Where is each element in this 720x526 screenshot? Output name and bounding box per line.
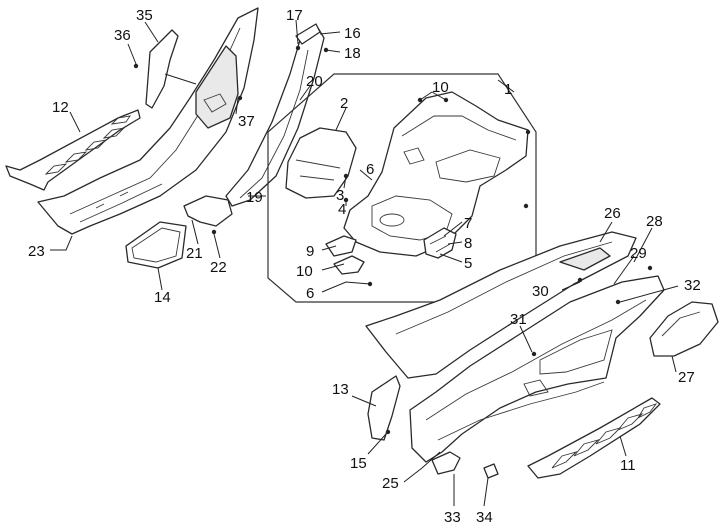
callout-26: 26 xyxy=(604,205,621,222)
callout-21: 20 xyxy=(306,73,323,90)
callout-18: 17 xyxy=(286,7,303,24)
callout-31: 31 xyxy=(510,311,527,328)
part-37-inner-side-panel xyxy=(195,45,239,129)
callout-9: 9 xyxy=(306,243,314,260)
part-33-clip xyxy=(431,451,461,475)
callout-12: 11 xyxy=(620,457,636,474)
callout-15: 14 xyxy=(154,289,171,306)
part-7-8-5-latch-cluster xyxy=(423,227,457,259)
fasteners xyxy=(133,45,653,435)
callout-4: 4 xyxy=(338,201,346,218)
callout-7: 7 xyxy=(464,215,472,232)
callout-25: 25 xyxy=(382,475,399,492)
part-22-lower-bracket xyxy=(183,195,233,227)
part-26-right-floor-panel xyxy=(365,231,637,379)
callout-8: 8 xyxy=(464,235,472,252)
callout-1: 1 xyxy=(504,81,512,98)
part-10-clip xyxy=(333,255,365,275)
part-14-vertical-panel xyxy=(367,375,401,441)
part-13-left-footboard xyxy=(5,109,141,191)
part-25-lower-floor-tray xyxy=(409,275,665,463)
callout-23: 22 xyxy=(210,259,227,276)
callout-32: 32 xyxy=(684,277,701,294)
part-9-bracket xyxy=(325,235,357,257)
part-2-pad xyxy=(285,127,357,199)
callout-16: 15 xyxy=(350,455,367,472)
callout-5: 5 xyxy=(464,255,472,272)
callout-22: 21 xyxy=(186,245,203,262)
callout-34: 34 xyxy=(476,509,493,526)
callout-10: 10 xyxy=(296,263,313,280)
callout-37: 37 xyxy=(238,113,255,130)
callout-6-lower: 6 xyxy=(306,285,314,302)
callout-35: 35 xyxy=(136,7,153,24)
callout-17: 16 xyxy=(344,25,361,42)
callout-33: 33 xyxy=(444,509,461,526)
callout-28: 28 xyxy=(646,213,663,230)
part-6-inner-body xyxy=(343,91,529,257)
callout-36: 36 xyxy=(114,27,131,44)
part-15-small-box xyxy=(125,221,187,269)
part-12-right-footboard xyxy=(527,397,661,479)
callout-2: 2 xyxy=(340,95,348,112)
callout-27: 27 xyxy=(678,369,695,386)
callout-11: 10 xyxy=(432,79,449,96)
part-27-right-cover xyxy=(649,301,719,357)
callout-30: 30 xyxy=(532,283,549,300)
callout-numbers: 35 36 12 37 17 16 18 20 19 21 22 23 14 1… xyxy=(28,7,701,526)
part-35-small-cover xyxy=(145,29,179,109)
callout-29: 29 xyxy=(630,245,647,262)
callout-13: 12 xyxy=(52,99,69,116)
part-21-central-tunnel-spine xyxy=(225,23,325,207)
callout-24: 23 xyxy=(28,243,45,260)
callout-6-upper: 6 xyxy=(366,161,374,178)
callout-3: 3 xyxy=(336,187,344,204)
part-34-fastener xyxy=(483,463,499,479)
leader-lines xyxy=(50,19,679,507)
callout-14: 13 xyxy=(332,381,349,398)
callout-20: 19 xyxy=(246,189,263,206)
callout-19: 18 xyxy=(344,45,361,62)
